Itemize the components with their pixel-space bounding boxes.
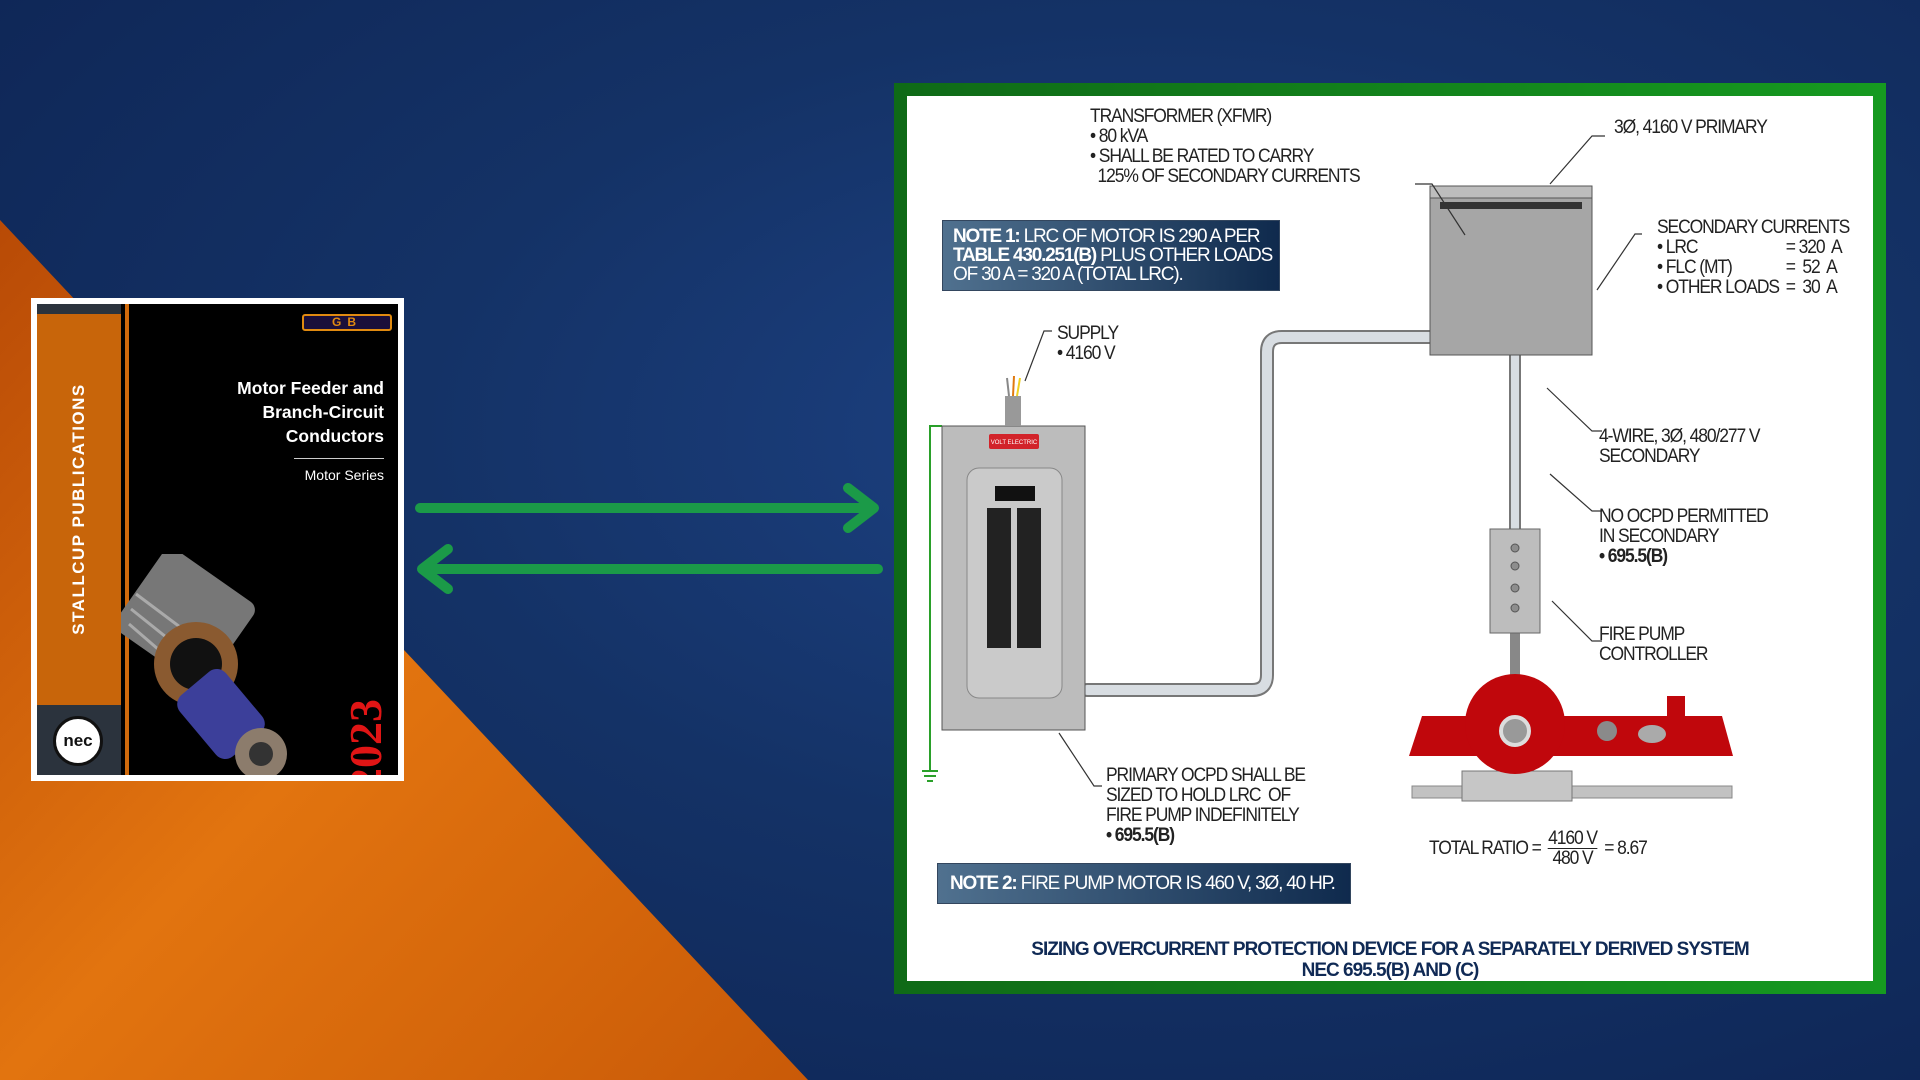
no-ocpd-line: NO OCPD PERMITTED [1599, 506, 1769, 527]
book-title-line: Motor Feeder and [237, 378, 384, 398]
current-name: • FLC (MT) [1657, 257, 1733, 278]
nec-logo: nec [53, 716, 103, 766]
book-cover: STALLCUP PUBLICATIONS nec GB Motor Feede… [31, 298, 404, 781]
electrical-panel: VOLT ELECTRIC [941, 375, 1086, 731]
supply-line: SUPPLY [1057, 323, 1119, 344]
spine-band [37, 314, 121, 705]
book-title-line: Conductors [285, 426, 384, 446]
diagram-frame: VOLT ELECTRIC [894, 83, 1886, 994]
nec-logo-text: nec [63, 731, 93, 750]
note-1-label: NOTE 1: [953, 226, 1021, 247]
gb-logo: GB [302, 314, 392, 331]
transformer-label: TRANSFORMER (XFMR)• 80 kVA• SHALL BE RAT… [1090, 106, 1361, 187]
note-2: NOTE 2: FIRE PUMP MOTOR IS 460 V, 3Ø, 40… [937, 863, 1351, 904]
current-value: = 320 A [1785, 237, 1843, 258]
primary-ocpd-ref: • 695.5(B) [1106, 825, 1175, 846]
leader-lines [1024, 135, 1642, 787]
publisher-name: STALLCUP PUBLICATIONS [69, 383, 88, 635]
four-wire-line: SECONDARY [1599, 446, 1701, 467]
four-wire-line: 4-WIRE, 3Ø, 480/277 V [1599, 426, 1761, 447]
current-name: • OTHER LOADS [1657, 277, 1780, 298]
ratio-label: TOTAL RATIO = [1429, 837, 1542, 859]
fire-pump [1409, 674, 1733, 802]
ratio-result: = 8.67 [1604, 837, 1648, 859]
book-title-line: Branch-Circuit [262, 402, 384, 422]
current-value: = 52 A [1785, 257, 1838, 278]
primary-ocpd-line: SIZED TO HOLD LRC OF [1106, 785, 1291, 806]
note-1-text: LRC OF MOTOR IS 290 A PER [1019, 226, 1261, 247]
motor-image [121, 554, 287, 775]
panel-badge-text: VOLT ELECTRIC [991, 440, 1038, 446]
diagram-caption: SIZING OVERCURRENT PROTECTION DEVICE FOR… [907, 939, 1873, 981]
current-name: • LRC [1657, 237, 1699, 258]
spine-top-band [37, 304, 121, 314]
supply-label: SUPPLY• 4160 V [1057, 323, 1119, 364]
title-divider [294, 458, 384, 459]
caption-line: NEC 695.5(B) AND (C) [1301, 960, 1480, 981]
fire-pump-controller [1489, 528, 1541, 634]
secondary-currents: SECONDARY CURRENTS• LRC = 320 A • FLC (MT)… [1657, 217, 1850, 298]
caption-line: SIZING OVERCURRENT PROTECTION DEVICE FOR… [1031, 939, 1749, 960]
no-ocpd-line: IN SECONDARY [1599, 526, 1720, 547]
transformer-label-line: 125% OF SECONDARY CURRENTS [1090, 166, 1361, 187]
spine-divider [125, 304, 129, 775]
book-year: 2023 [340, 699, 391, 775]
controller-line: FIRE PUMP [1599, 624, 1685, 645]
diagram-sheet: VOLT ELECTRIC [907, 96, 1873, 981]
note-2-text: FIRE PUMP MOTOR IS 460 V, 3Ø, 40 HP. [1016, 873, 1336, 894]
current-value: = 30 A [1785, 277, 1838, 298]
conduit [1080, 330, 1521, 697]
note-1-table-ref: TABLE 430.251(B) [953, 245, 1097, 266]
book-title: Motor Feeder and Branch-Circuit Conducto… [164, 376, 384, 448]
transformer-label-line: • SHALL BE RATED TO CARRY [1090, 146, 1314, 167]
note-1-text: OF 30 A = 320 A (TOTAL LRC). [953, 264, 1184, 285]
ratio-numerator: 4160 V [1548, 828, 1598, 849]
panel-badge [989, 434, 1039, 449]
transformer-label-line: TRANSFORMER (XFMR) [1090, 106, 1272, 127]
supply-line: • 4160 V [1057, 343, 1116, 364]
transformer-label-line: • 80 kVA [1090, 126, 1148, 147]
book-series: Motor Series [304, 467, 384, 483]
transformer-box [1429, 185, 1593, 356]
primary-ocpd-line: PRIMARY OCPD SHALL BE [1106, 765, 1306, 786]
primary-label: 3Ø, 4160 V PRIMARY [1614, 117, 1768, 138]
note-2-label: NOTE 2: [950, 873, 1018, 894]
ground-wire [922, 425, 942, 782]
no-ocpd-ref: • 695.5(B) [1599, 546, 1668, 567]
diagram-drawing: VOLT ELECTRIC [922, 135, 1733, 802]
primary-ocpd-line: FIRE PUMP INDEFINITELY [1106, 805, 1300, 826]
secondary-currents-title: SECONDARY CURRENTS [1657, 217, 1850, 238]
note-1: NOTE 1: LRC OF MOTOR IS 290 A PER TABLE … [942, 220, 1280, 291]
note-1-text: PLUS OTHER LOADS [1096, 245, 1273, 266]
ratio-denominator: 480 V [1552, 848, 1593, 869]
controller-line: CONTROLLER [1599, 644, 1709, 665]
